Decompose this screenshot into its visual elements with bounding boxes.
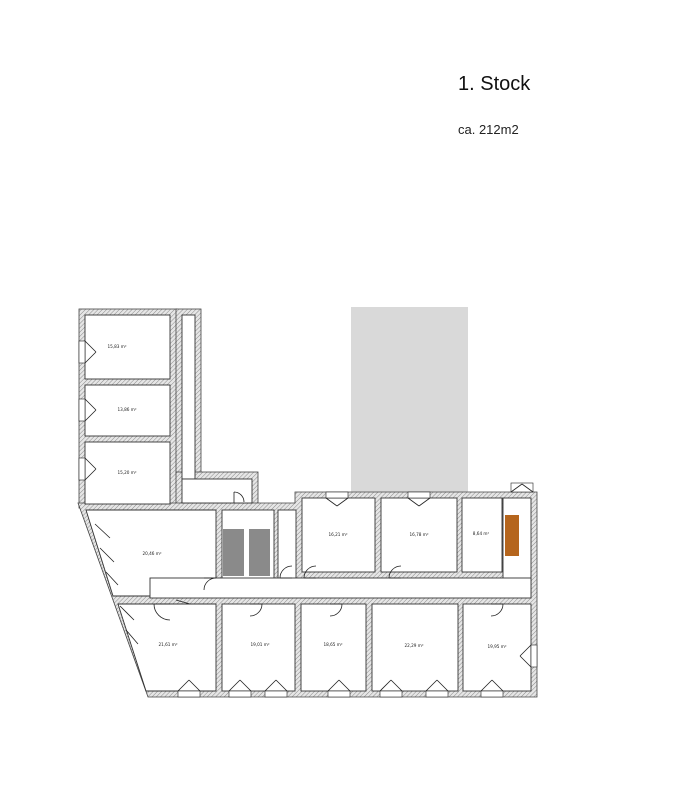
door-icon: [279, 565, 293, 579]
door-icon: [329, 603, 343, 617]
door-icon: [203, 577, 217, 591]
furniture-cabinet: [505, 515, 519, 556]
room-label: 16,21 m²: [328, 532, 347, 537]
door-icon: [519, 644, 538, 668]
stair-left: [223, 529, 244, 576]
rooms: [84, 314, 532, 692]
room-label: 22,29 m²: [404, 643, 423, 648]
corridor-main: [149, 577, 532, 599]
door-icon: [153, 599, 191, 621]
door-icon: [325, 491, 349, 507]
door-icon: [388, 565, 402, 579]
room-10: [300, 603, 367, 692]
corridor-horizontal: [181, 478, 253, 504]
door-icon: [249, 603, 263, 617]
room-label: 13,86 m²: [117, 407, 136, 412]
room-2: [84, 384, 171, 437]
room-5: [301, 497, 376, 573]
room-1: [84, 314, 171, 380]
corridor-vertical: [181, 314, 196, 480]
room-label: 8,64 m²: [473, 531, 490, 536]
door-icon: [303, 565, 317, 579]
door-icon: [379, 679, 403, 698]
door-icon: [228, 679, 252, 698]
door-icon: [407, 491, 431, 507]
door-icon: [327, 679, 351, 698]
room-9: [221, 603, 296, 692]
room-3: [84, 441, 171, 505]
door-icon: [78, 398, 97, 422]
door-icon: [264, 679, 288, 698]
door-icon: [78, 457, 97, 481]
room-label: 21,61 m²: [158, 642, 177, 647]
door-icon: [94, 523, 119, 586]
room-label: 18,65 m²: [323, 642, 342, 647]
courtyard-area: [351, 307, 468, 493]
room-7: [461, 497, 503, 573]
room-label: 15,83 m²: [107, 344, 126, 349]
floor-title: 1. Stock: [458, 73, 531, 95]
room-label: 16,78 m²: [409, 532, 428, 537]
room-label: 19,95 m²: [487, 644, 506, 649]
room-11: [371, 603, 459, 692]
door-icon: [490, 603, 504, 617]
room-8: [117, 603, 217, 692]
door-icon: [233, 491, 245, 503]
room-6: [380, 497, 458, 573]
door-icon: [510, 482, 534, 493]
room-12: [462, 603, 532, 692]
room-label: 19,01 m²: [250, 642, 269, 647]
door-icon: [177, 679, 201, 698]
door-icon: [480, 679, 504, 698]
stair-right: [249, 529, 270, 576]
room-labels: 15,83 m² 13,86 m² 15,20 m² 20,46 m² 16,2…: [107, 344, 506, 649]
room-label: 20,46 m²: [142, 551, 161, 556]
room-label: 15,20 m²: [117, 470, 136, 475]
door-icon: [78, 340, 97, 364]
door-icon: [425, 679, 449, 698]
floor-area: ca. 212m2: [458, 122, 519, 137]
door-icon: [119, 605, 139, 645]
doors: [78, 340, 538, 698]
